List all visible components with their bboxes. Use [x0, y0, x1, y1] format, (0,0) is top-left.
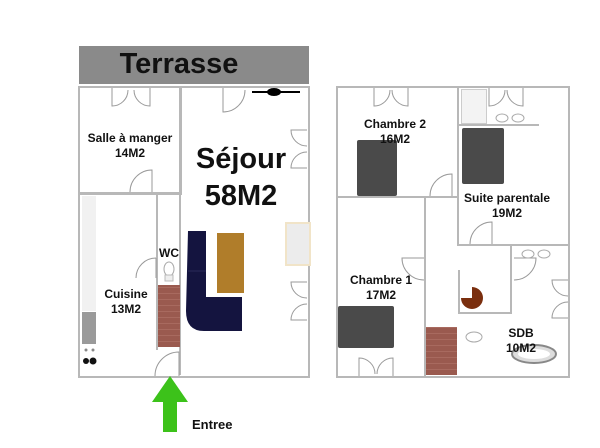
- double-sink-icon: [495, 113, 525, 123]
- room-area: 19M2: [491, 206, 523, 220]
- door-icon: [488, 88, 524, 107]
- door-icon: [154, 351, 180, 377]
- room-name: Salle à manger: [87, 131, 173, 145]
- wall: [458, 312, 512, 314]
- door-icon: [373, 88, 409, 107]
- wall: [457, 86, 459, 246]
- wall: [336, 196, 458, 198]
- entrance-arrow-icon: [152, 376, 188, 432]
- sofa: [186, 231, 242, 331]
- stairs: [426, 327, 457, 375]
- room-name: Chambre 1: [349, 273, 413, 287]
- door-icon: [290, 281, 308, 321]
- bed: [357, 140, 397, 196]
- stove-icon: [83, 348, 97, 365]
- door-icon: [358, 357, 394, 376]
- door-icon: [469, 221, 493, 245]
- spiral-stair-icon: [461, 287, 483, 309]
- upper-floor-outline: [336, 86, 570, 378]
- wall: [510, 246, 512, 314]
- bed: [462, 128, 504, 184]
- door-icon: [135, 257, 157, 279]
- room-name: SDB: [508, 326, 534, 340]
- door-icon: [129, 169, 153, 193]
- door-icon: [429, 173, 453, 197]
- room-name: Chambre 2: [363, 117, 427, 131]
- room-name: WC: [159, 246, 179, 260]
- toilet-icon: [163, 261, 175, 282]
- door-icon: [111, 88, 151, 107]
- door-icon: [551, 279, 569, 319]
- shower: [461, 89, 487, 124]
- door-icon: [513, 257, 537, 281]
- wall: [459, 124, 539, 126]
- bathtub-icon: [511, 344, 557, 364]
- room-area: 14M2: [114, 146, 146, 160]
- kitchen-appliance: [82, 312, 96, 344]
- door-icon: [290, 129, 308, 169]
- room-area: 13M2: [110, 302, 142, 316]
- door-icon: [401, 257, 425, 281]
- terrace-label: Terrasse: [119, 48, 239, 80]
- ceiling-fan-icon: [252, 88, 300, 96]
- room-area: 10M2: [505, 341, 537, 355]
- wall: [458, 270, 460, 312]
- room-name: Cuisine: [104, 287, 148, 301]
- wall: [424, 198, 426, 376]
- room-name: Séjour: [195, 143, 287, 175]
- stairs: [158, 285, 180, 347]
- wall: [179, 86, 182, 194]
- room-name: Suite parentale: [463, 191, 551, 205]
- side-table: [285, 222, 311, 266]
- entrance-label: Entree: [192, 417, 233, 432]
- room-area: 17M2: [365, 288, 397, 302]
- room-area: 58M2: [204, 180, 278, 212]
- double-sink-icon: [521, 249, 551, 259]
- wall: [459, 244, 570, 246]
- coffee-table: [217, 233, 244, 293]
- wall: [156, 195, 158, 350]
- kitchen-counter: [82, 196, 96, 311]
- door-icon: [222, 88, 246, 113]
- room-area: 16M2: [379, 132, 411, 146]
- terrace: Terrasse: [79, 46, 309, 84]
- bed: [338, 306, 394, 348]
- toilet-icon: [465, 331, 483, 343]
- wall: [179, 195, 181, 375]
- wall: [78, 192, 182, 195]
